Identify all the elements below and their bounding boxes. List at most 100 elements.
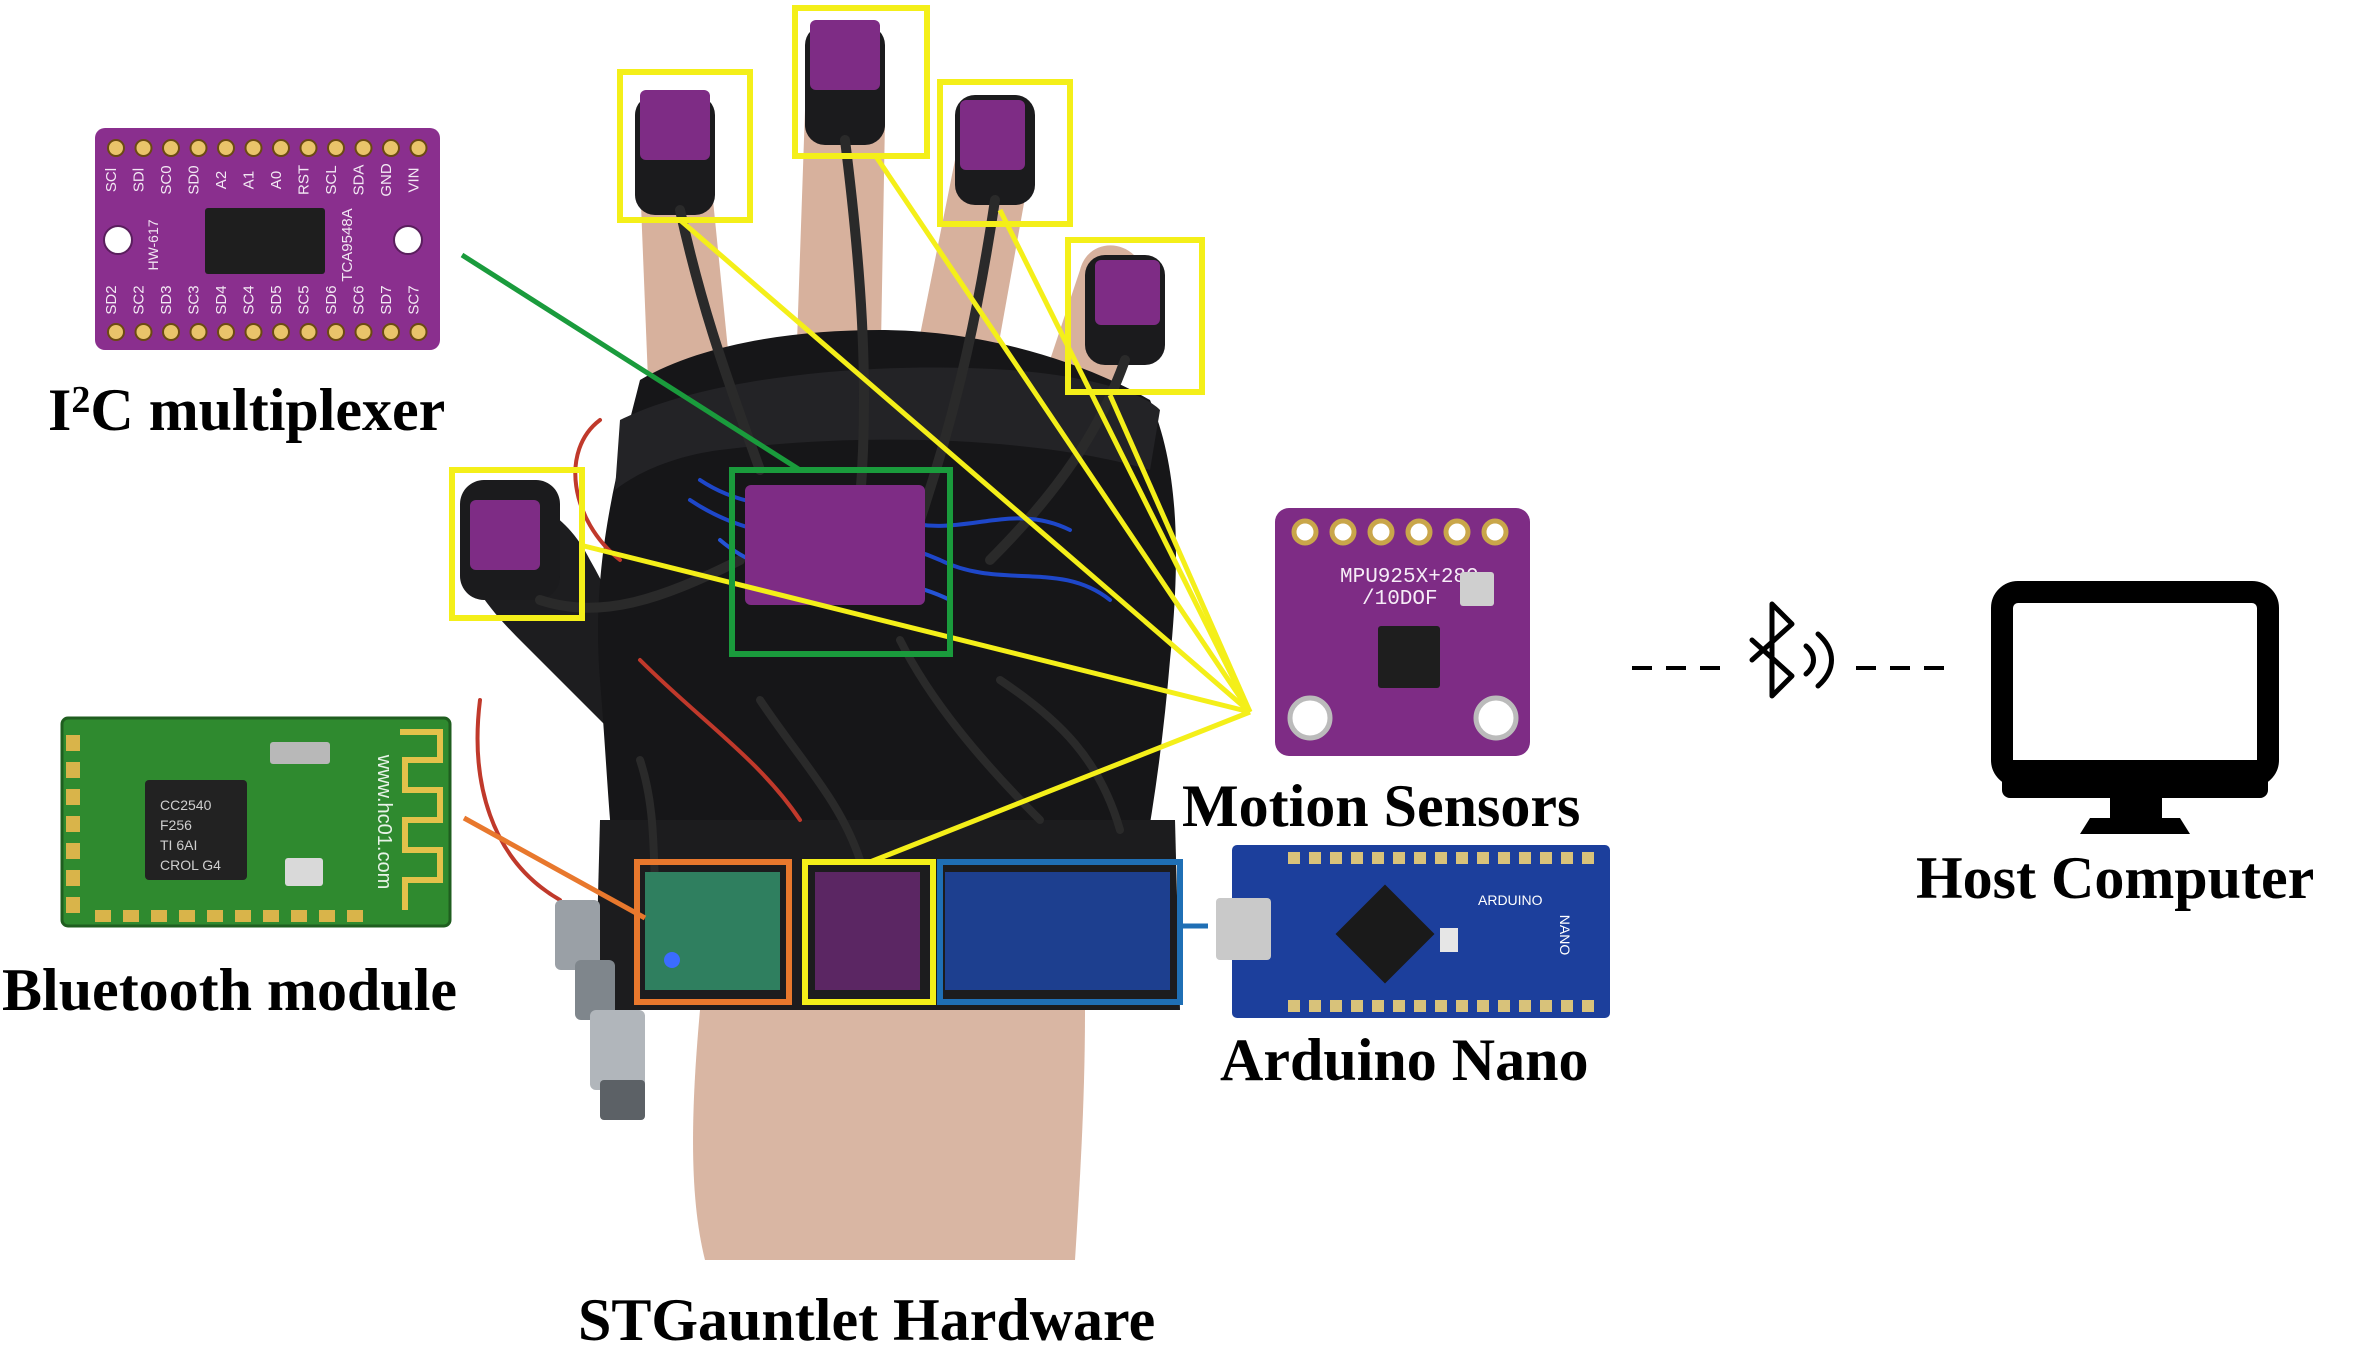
wrist-skin bbox=[693, 1010, 1085, 1260]
mux-top-pin-label: A1 bbox=[241, 171, 258, 189]
mux-bottom-pin-label: SD4 bbox=[213, 285, 230, 314]
glove-knuckle-strap bbox=[615, 367, 1160, 490]
bluetooth-icon bbox=[1749, 601, 1834, 699]
mux-top-pin-label: SC0 bbox=[158, 165, 175, 194]
mpu-pin bbox=[1329, 518, 1357, 546]
bt-oscillator bbox=[285, 858, 323, 886]
mux-top-pin bbox=[382, 139, 400, 157]
bt-edge-pads bbox=[66, 735, 363, 922]
nano-board: ARDUINO NANO bbox=[1216, 845, 1610, 1018]
mux-bottom-pin-label: SC6 bbox=[351, 285, 368, 314]
bt-crystal bbox=[270, 742, 330, 764]
mux-bottom-pin bbox=[409, 323, 428, 341]
mpu-hole-left bbox=[1287, 695, 1333, 741]
bt-bottom-pad bbox=[235, 910, 251, 922]
sensor-line-ring bbox=[997, 208, 1253, 714]
i2c-suffix: C multiplexer bbox=[90, 377, 446, 443]
ring-sensor-board bbox=[960, 100, 1025, 170]
mux-top-pin bbox=[189, 139, 208, 157]
mux-bottom-pin bbox=[107, 323, 125, 341]
mux-bottom-pin-label: SD5 bbox=[268, 285, 285, 314]
nano-usb-port bbox=[1216, 898, 1271, 960]
mux-top-pin bbox=[327, 139, 345, 157]
wireless-link bbox=[1632, 601, 1946, 699]
mpu-pin bbox=[1367, 518, 1395, 546]
mpu-pin-row bbox=[1291, 518, 1509, 546]
nano-top-pin bbox=[1393, 852, 1405, 864]
nano-top-pin bbox=[1330, 852, 1342, 864]
bt-bottom-pad bbox=[263, 910, 279, 922]
mux-bottom-pin bbox=[354, 323, 373, 341]
nano-top-pin bbox=[1498, 852, 1510, 864]
nano-top-pin bbox=[1435, 852, 1447, 864]
bt-bottom-pad bbox=[319, 910, 335, 922]
nano-mcu bbox=[1335, 884, 1435, 984]
mux-top-pin-label: SCl bbox=[103, 168, 120, 192]
nano-reset-button bbox=[1440, 928, 1458, 952]
nano-bottom-pin bbox=[1456, 1000, 1468, 1012]
mux-bottom-pin-label: SC7 bbox=[406, 285, 423, 314]
fingertip-sensors bbox=[470, 20, 1160, 570]
bt-bottom-pad bbox=[291, 910, 307, 922]
i2c-superscript: 2 bbox=[71, 379, 91, 421]
nano-name-text: ARDUINO bbox=[1478, 892, 1543, 908]
nano-bottom-pin-row bbox=[1288, 1000, 1594, 1012]
mux-bottom-pin-label: SD7 bbox=[378, 285, 395, 314]
mux-bottom-pin-label: SC5 bbox=[296, 285, 313, 314]
nano-bottom-pin bbox=[1393, 1000, 1405, 1012]
bt-led bbox=[664, 952, 680, 968]
bt-chip bbox=[145, 780, 247, 880]
i2c-multiplexer-label: I2C multiplexer bbox=[48, 380, 445, 440]
nano-top-pin bbox=[1288, 852, 1300, 864]
nano-top-pin bbox=[1372, 852, 1384, 864]
mux-bottom-pin bbox=[272, 323, 290, 341]
nano-bottom-pin bbox=[1309, 1000, 1321, 1012]
nano-bottom-pin bbox=[1519, 1000, 1531, 1012]
bt-callout-line bbox=[462, 815, 647, 921]
bt-left-pad bbox=[66, 870, 80, 886]
bt-bottom-pad bbox=[347, 910, 363, 922]
bt-bottom-pad bbox=[207, 910, 223, 922]
mux-bottom-pin-label: SD3 bbox=[158, 285, 175, 314]
mounted-mpu-board bbox=[815, 872, 920, 990]
nano-top-pin bbox=[1582, 852, 1594, 864]
bluetooth-module-label: Bluetooth module bbox=[2, 957, 458, 1023]
index-sensor-board bbox=[640, 90, 710, 160]
mux-top-pin-label: A2 bbox=[213, 171, 230, 189]
bt-chip-line-2: TI 6AI bbox=[160, 837, 197, 853]
mux-code-text: HW-617 bbox=[145, 219, 161, 270]
mux-bottom-pin bbox=[382, 323, 400, 341]
host-computer-label: Host Computer bbox=[1916, 845, 2315, 911]
mux-top-pin-label: A0 bbox=[268, 171, 285, 189]
nano-top-pin bbox=[1540, 852, 1552, 864]
motion-sensors-label: Motion Sensors bbox=[1182, 773, 1581, 839]
mux-bottom-pin bbox=[299, 323, 318, 341]
nano-bottom-pin bbox=[1330, 1000, 1342, 1012]
mux-top-pin bbox=[409, 139, 428, 157]
mpu-pin bbox=[1291, 518, 1319, 546]
mux-bottom-pin-label: SD2 bbox=[103, 285, 120, 314]
mux-top-pin-label: SCL bbox=[323, 165, 340, 194]
nano-sub-text: NANO bbox=[1557, 915, 1573, 956]
thumb-sensor-box bbox=[449, 467, 585, 621]
nano-bottom-pin bbox=[1582, 1000, 1594, 1012]
nano-top-pin-row bbox=[1288, 852, 1594, 864]
thumb-sensor-board bbox=[470, 500, 540, 570]
nano-top-pin bbox=[1351, 852, 1363, 864]
highlight-boxes bbox=[449, 5, 1205, 1005]
mux-top-pin-label: VIN bbox=[406, 167, 423, 192]
nano-bottom-pin bbox=[1351, 1000, 1363, 1012]
mounted-nano-board bbox=[945, 872, 1170, 990]
mpu-model-text: MPU925X+280 bbox=[1340, 566, 1479, 589]
nano-top-pin bbox=[1519, 852, 1531, 864]
mpu-board: MPU925X+280 /10DOF bbox=[1275, 508, 1530, 756]
sensor-line-pinky bbox=[1107, 393, 1253, 714]
bt-bottom-pad bbox=[151, 910, 167, 922]
sensor-line-wrist bbox=[869, 709, 1251, 865]
nano-box bbox=[937, 859, 1183, 1005]
mux-top-pin-label: SDl bbox=[131, 168, 148, 192]
mux-bottom-pin bbox=[217, 323, 235, 341]
pinky-sensor-box bbox=[1065, 237, 1205, 395]
